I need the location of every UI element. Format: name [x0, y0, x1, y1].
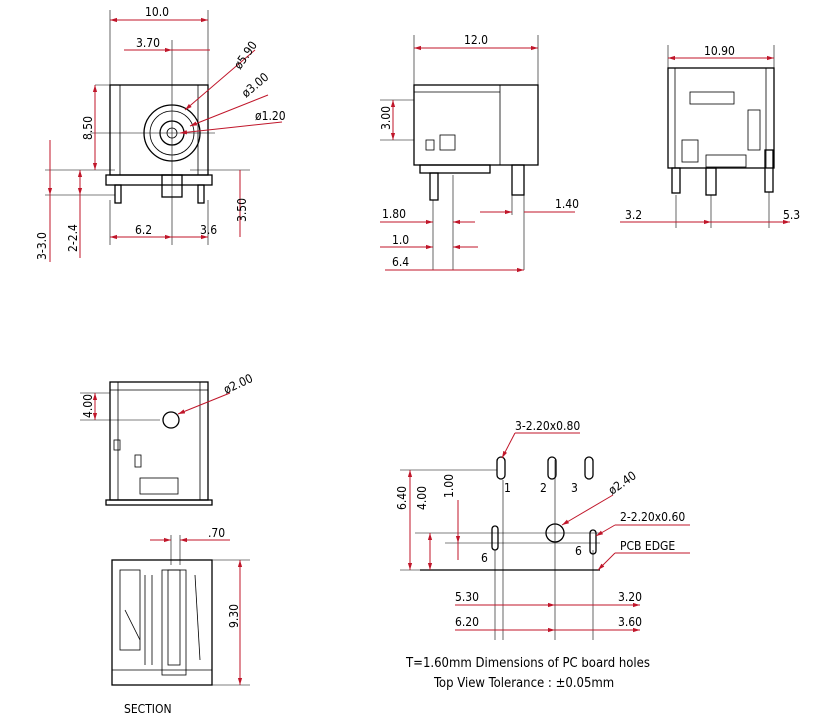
front-d-outer: ø5.90 [231, 38, 260, 71]
side-d2: 1.0 [392, 233, 409, 247]
section-view [111, 535, 250, 686]
front-pin-b: 3-3.0 [35, 232, 49, 260]
side-pin-gap: 1.40 [555, 197, 579, 211]
pcb-slots-top: 3-2.20x0.80 [515, 419, 580, 433]
rear-left: 3.2 [625, 208, 642, 222]
pcb-w1: 5.30 [455, 590, 479, 604]
pcb-pin6b: 6 [575, 544, 582, 558]
pcb-note1: T=1.60mm Dimensions of PC board holes [405, 656, 650, 671]
front-view [45, 10, 283, 262]
pcb-pin2: 2 [540, 481, 547, 495]
pcb-h2: 4.00 [415, 486, 429, 510]
front-pin-a: 2-2.4 [66, 224, 80, 252]
side-d3: 6.4 [392, 255, 409, 269]
pcb-w4: 3.60 [618, 615, 642, 629]
pcb-h1: 6.40 [395, 486, 409, 510]
pcb-slots-bottom: 2-2.20x0.60 [620, 510, 685, 524]
pcb-h3: 1.00 [442, 474, 456, 498]
front-w-center: 3.70 [136, 36, 160, 50]
front-w-total: 10.0 [145, 5, 169, 19]
side-h-body: 3.00 [379, 106, 393, 130]
pcb-hole: ø2.40 [606, 468, 639, 497]
section-w: .70 [208, 526, 225, 540]
pcb-note2: Top View Tolerance : ±0.05mm [433, 676, 614, 691]
side-d1: 1.80 [382, 207, 406, 221]
pcb-layout [400, 432, 690, 640]
front-d-pin: ø1.20 [255, 109, 286, 123]
rear-right: 5.3 [783, 208, 800, 222]
side-view [380, 35, 575, 273]
front-h-center: 8.50 [81, 116, 95, 140]
pcb-edge: PCB EDGE [620, 539, 675, 553]
side-w-total: 12.0 [464, 33, 488, 47]
pcb-w2: 3.20 [618, 590, 642, 604]
section-label: SECTION [124, 702, 172, 716]
bottom-hole: ø2.00 [221, 371, 255, 397]
bottom-h: 4.00 [81, 394, 95, 418]
pcb-w3: 6.20 [455, 615, 479, 629]
pcb-pin3: 3 [571, 481, 578, 495]
rear-view [620, 45, 790, 228]
front-h-pin: 3.50 [235, 198, 249, 222]
rear-w-total: 10.90 [704, 44, 735, 58]
bottom-view [80, 381, 231, 506]
pcb-pin6a: 6 [481, 551, 488, 565]
section-h: 9.30 [227, 604, 241, 628]
front-w-left: 6.2 [135, 223, 152, 237]
pcb-pin1: 1 [504, 481, 511, 495]
front-w-right: 3.6 [200, 223, 217, 237]
